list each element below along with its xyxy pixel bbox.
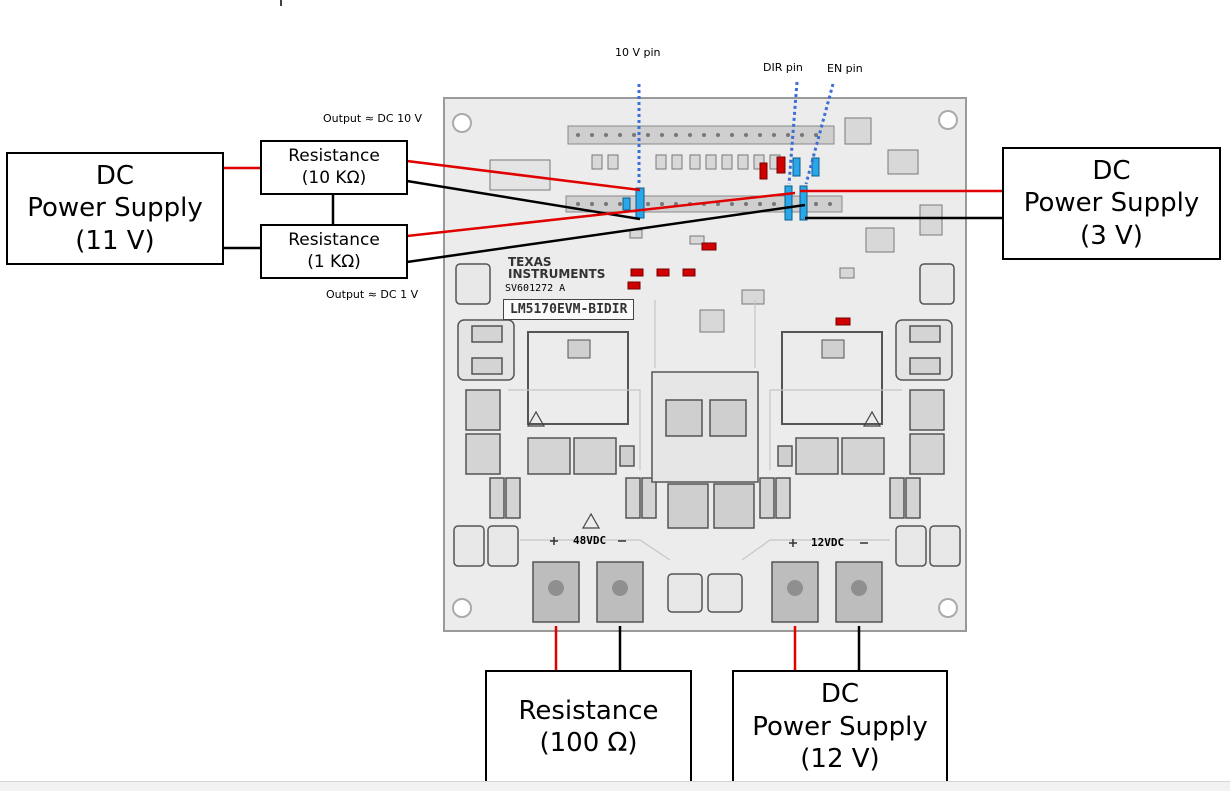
ti-brand-line1: TEXAS	[508, 255, 552, 269]
dc-supply-3v-line3: (3 V)	[1080, 220, 1143, 251]
resistance-1k-box: Resistance (1 KΩ)	[260, 224, 408, 279]
dc-supply-11v-box: DC Power Supply (11 V)	[6, 152, 224, 265]
resistance-1k-line1: Resistance	[288, 230, 380, 251]
dc-supply-12v-box: DC Power Supply (12 V)	[732, 670, 948, 784]
output-10v-label: Output ≈ DC 10 V	[323, 112, 423, 125]
dc-supply-11v-line2: Power Supply	[27, 193, 203, 224]
pin-dir-label: DIR pin	[763, 61, 803, 74]
pin-pointers	[637, 81, 835, 186]
wire-1k-black	[406, 203, 806, 264]
ti-brand-line2: INSTRUMENTS	[508, 267, 606, 281]
resistance-10k-line1: Resistance	[288, 146, 380, 167]
board-model: LM5170EVM-BIDIR	[503, 299, 635, 320]
dc-supply-3v-line1: DC	[1092, 155, 1131, 186]
pin-10v-label: 10 V pin	[615, 46, 661, 59]
dc-supply-11v-line3: (11 V)	[75, 225, 155, 256]
dc-supply-3v-box: DC Power Supply (3 V)	[1002, 147, 1221, 260]
pointer-en-pin	[804, 83, 835, 185]
terminal-48vdc: 48VDC	[573, 534, 607, 547]
dc-supply-12v-line2: Power Supply	[752, 711, 928, 742]
resistance-100-line1: Resistance	[518, 695, 659, 726]
pin-en-label: EN pin	[827, 62, 863, 75]
dc-supply-12v-line3: (12 V)	[800, 744, 880, 775]
wire-10k-red	[406, 159, 641, 192]
wire-10k-black	[406, 179, 641, 221]
resistance-1k-line2: (1 KΩ)	[307, 251, 361, 272]
pcb-id: SV601272 A	[505, 283, 566, 294]
terminal-12vdc: 12VDC	[811, 536, 845, 549]
dc-supply-11v-line1: DC	[95, 160, 135, 191]
ti-brand: TEXAS INSTRUMENTS	[508, 256, 605, 280]
dc-supply-3v-line2: Power Supply	[1023, 188, 1200, 219]
resistance-10k-line2: (10 KΩ)	[301, 167, 367, 188]
dc-supply-12v-line1: DC	[820, 679, 860, 710]
pointer-dir-pin	[787, 81, 799, 185]
resistance-10k-box: Resistance (10 KΩ)	[260, 140, 408, 195]
wires	[223, 159, 1002, 670]
bottom-scroll-strip	[0, 781, 1230, 791]
wire-1k-red	[406, 191, 796, 238]
resistance-100-line2: (100 Ω)	[539, 728, 638, 758]
output-1v-label: Output ≈ DC 1 V	[326, 288, 419, 301]
resistance-100-box: Resistance (100 Ω)	[485, 670, 692, 784]
evm-board	[443, 97, 967, 632]
